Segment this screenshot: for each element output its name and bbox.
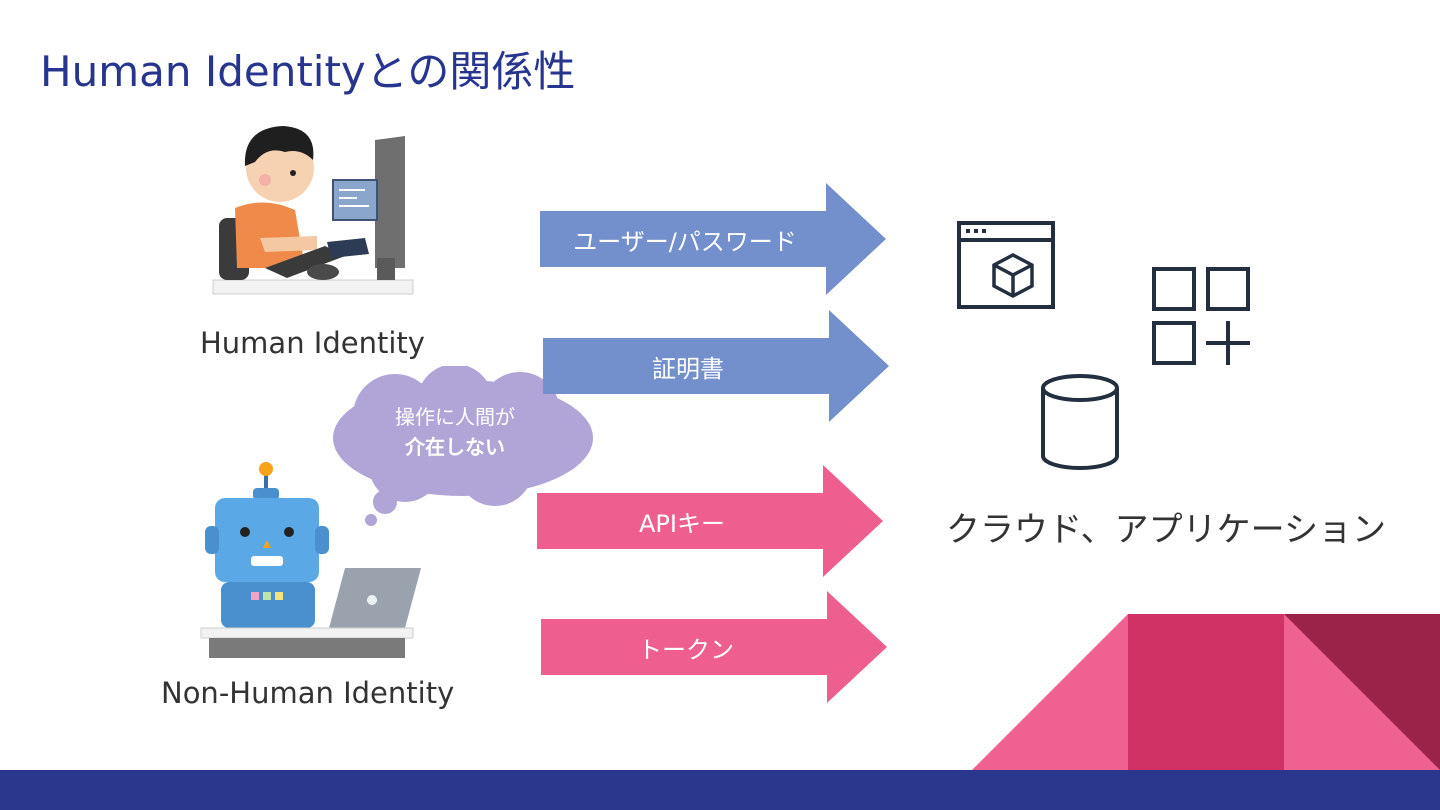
page-title: Human Identityとの関係性 xyxy=(40,47,576,96)
application-window-icon xyxy=(957,221,1055,309)
arrow-api-key: APIキー xyxy=(537,465,883,577)
human-identity-label: Human Identity xyxy=(200,326,425,360)
arrow-certificate: 証明書 xyxy=(543,310,889,422)
human-at-computer-illustration xyxy=(212,126,414,295)
apps-grid-add-icon xyxy=(1152,267,1250,365)
speech-cloud-text: 操作に人間が 介在しない xyxy=(345,402,565,462)
cloud-applications-label: クラウド、アプリケーション xyxy=(946,510,1386,550)
decorative-triangles xyxy=(972,614,1440,770)
arrow-certificate-label: 証明書 xyxy=(652,354,724,383)
arrow-token: トークン xyxy=(541,591,887,703)
arrow-username-password-label: ユーザー/パスワード xyxy=(573,227,797,256)
nonhuman-identity-label: Non-Human Identity xyxy=(161,676,455,710)
cloud-line-1: 操作に人間が xyxy=(395,405,515,429)
arrow-token-label: トークン xyxy=(638,635,734,664)
bottom-bar xyxy=(0,770,1440,810)
arrow-api-key-label: APIキー xyxy=(639,509,725,538)
speech-cloud xyxy=(333,366,593,526)
robot-at-laptop-illustration xyxy=(200,462,421,658)
database-icon xyxy=(1041,374,1119,470)
cloud-line-2: 介在しない xyxy=(405,435,505,459)
arrow-username-password: ユーザー/パスワード xyxy=(540,183,886,295)
